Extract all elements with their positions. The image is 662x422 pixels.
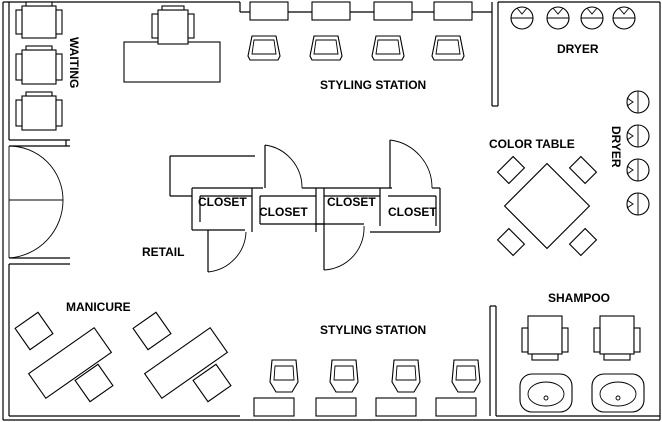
manicure-chair xyxy=(74,363,114,403)
shampoo-sink xyxy=(591,373,645,413)
manicure-chair xyxy=(192,363,232,403)
dryer-side xyxy=(626,124,650,148)
waiting-chair xyxy=(15,1,63,39)
styling-chair xyxy=(431,35,465,61)
styling-counters-top xyxy=(249,1,473,21)
styling-chair xyxy=(309,35,343,61)
closet-label: CLOSET xyxy=(388,205,437,219)
shampoo-sink xyxy=(519,373,573,413)
closet-label: CLOSET xyxy=(327,195,376,209)
dryer-top xyxy=(510,6,534,30)
styling-chair xyxy=(371,35,405,61)
shampoo-chair xyxy=(521,315,569,361)
manicure-table xyxy=(27,327,113,399)
closet-label: CLOSET xyxy=(259,205,308,219)
entry-door xyxy=(8,145,64,259)
styling-station-bottom-label: STYLING STATION xyxy=(320,323,426,337)
retail-wall xyxy=(169,155,255,231)
styling-counters-bottom xyxy=(253,397,477,417)
dryer-side-label: DRYER xyxy=(609,126,623,168)
dryer-side xyxy=(626,158,650,182)
dryer-top xyxy=(546,6,570,30)
color-table xyxy=(503,162,591,250)
styling-station-top-label: STYLING STATION xyxy=(320,78,426,92)
lower-left-wall xyxy=(8,264,240,417)
manicure-table xyxy=(143,327,229,399)
dryer-top xyxy=(580,6,604,30)
closet-doors xyxy=(207,139,433,273)
color-table-chair xyxy=(496,155,526,185)
manicure-label: MANICURE xyxy=(66,300,131,314)
color-table-chair xyxy=(496,227,526,257)
closet-block-walls xyxy=(192,140,441,272)
waiting-chair xyxy=(15,91,63,131)
reception-desk xyxy=(123,41,221,83)
dryer-top-label: DRYER xyxy=(557,42,599,56)
reception-chair xyxy=(151,5,195,45)
closet-label: CLOSET xyxy=(198,195,247,209)
shampoo-label: SHAMPOO xyxy=(548,291,610,305)
retail-label: RETAIL xyxy=(142,245,184,259)
styling-chair xyxy=(247,35,281,61)
dryer-top xyxy=(612,6,636,30)
manicure-chair xyxy=(132,311,172,351)
styling-chair xyxy=(451,359,481,393)
styling-chair xyxy=(391,359,421,393)
waiting-label: WAITING xyxy=(67,37,81,88)
color-table-chair xyxy=(568,227,598,257)
waiting-chair xyxy=(15,45,63,85)
shampoo-chair xyxy=(593,315,641,361)
manicure-chair xyxy=(14,311,54,351)
shampoo-partition xyxy=(489,305,660,417)
styling-chair xyxy=(269,359,299,393)
dryer-side xyxy=(626,90,650,114)
styling-chair xyxy=(329,359,359,393)
color-table-chair xyxy=(568,155,598,185)
color-table-label: COLOR TABLE xyxy=(489,137,575,151)
dryer-side xyxy=(626,192,650,216)
waiting-room-walls xyxy=(9,139,70,265)
dryer-partition xyxy=(491,2,499,107)
